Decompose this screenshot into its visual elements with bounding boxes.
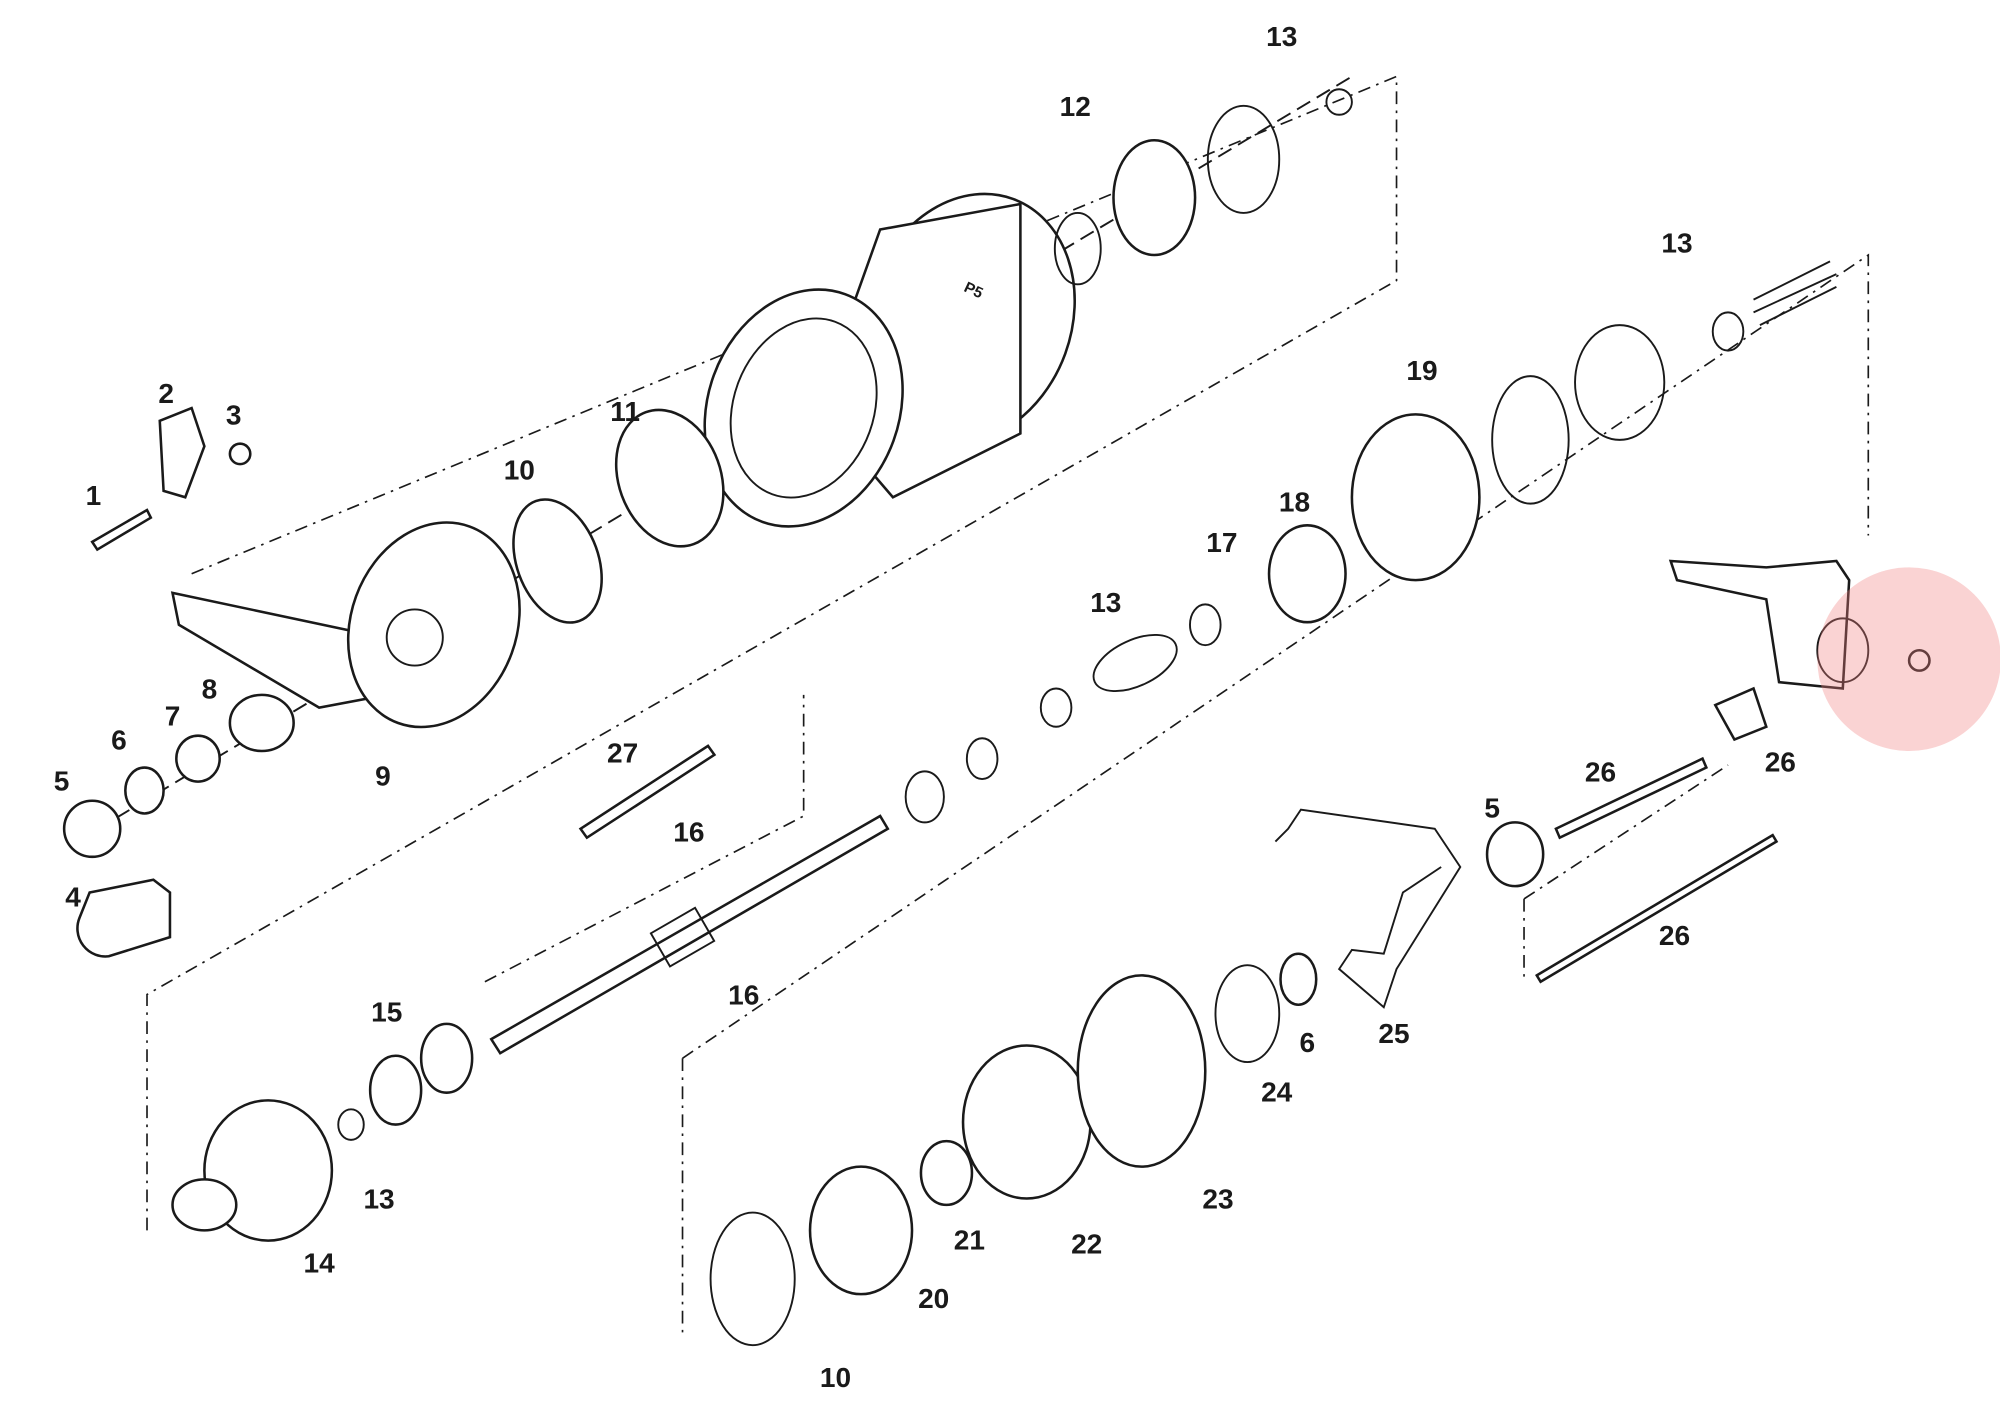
highlight-circle <box>1817 567 2000 751</box>
part-label: 3 <box>226 400 242 431</box>
part-label: 8 <box>202 674 218 705</box>
part-label: 13 <box>363 1184 394 1215</box>
part-label: 25 <box>1378 1018 1409 1049</box>
part-label: 6 <box>1299 1027 1315 1058</box>
part-label: 23 <box>1202 1184 1233 1215</box>
part-label: 5 <box>1484 792 1500 823</box>
part-label: 26 <box>1765 746 1796 777</box>
part-label: 13 <box>1090 587 1121 618</box>
axle <box>489 744 890 1055</box>
part-label: 19 <box>1406 355 1437 386</box>
part-label: 26 <box>1659 920 1690 951</box>
shifter <box>1668 559 1931 690</box>
part-label: 13 <box>1661 227 1692 258</box>
part-label: 1 <box>86 480 102 511</box>
part-label: 26 <box>1585 757 1616 788</box>
part-label: 16 <box>673 817 704 848</box>
hub-shell: P5 <box>703 192 1076 528</box>
part-label: 6 <box>111 725 127 756</box>
driver-parts <box>709 686 1779 1347</box>
part-label: 17 <box>1206 527 1237 558</box>
part-label: 13 <box>1266 21 1297 52</box>
part-label: 18 <box>1279 486 1310 517</box>
part-label: 9 <box>375 760 391 791</box>
part-label: 11 <box>610 396 640 427</box>
small-parts-left <box>62 406 295 958</box>
part-labels: 13 12 13 2 3 11 10 19 1 18 17 13 8 7 6 5… <box>54 21 1796 1393</box>
part-label: 2 <box>158 378 174 409</box>
part-label: 22 <box>1071 1228 1102 1259</box>
part-label: 4 <box>65 882 81 913</box>
part-label: 12 <box>1060 91 1091 122</box>
part-label: 24 <box>1261 1077 1293 1108</box>
part-label: 5 <box>54 766 70 797</box>
hub-marking: P5 <box>961 279 986 303</box>
part-label: 10 <box>504 454 535 485</box>
part-label: 10 <box>820 1362 851 1393</box>
planetary-parts <box>171 1022 474 1242</box>
part-label: 27 <box>607 737 638 768</box>
part-label: 20 <box>918 1283 949 1314</box>
part-label: 14 <box>304 1247 336 1278</box>
part-label: 15 <box>371 996 402 1027</box>
brake-arm <box>170 521 521 729</box>
part-label: 7 <box>165 700 181 731</box>
bearings-rings <box>512 88 1837 824</box>
part-label: 16 <box>728 980 759 1011</box>
part-label: 21 <box>954 1225 985 1256</box>
